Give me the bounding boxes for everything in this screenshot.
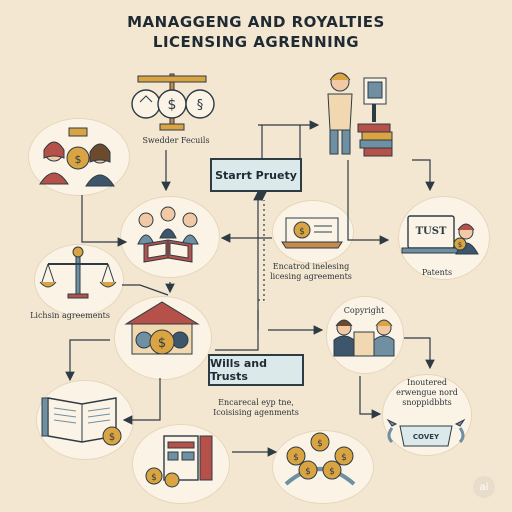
scales-icon xyxy=(39,246,117,299)
trophy-icon: COVEY xyxy=(386,418,466,447)
svg-text:$: $ xyxy=(293,453,299,463)
svg-text:$: $ xyxy=(305,467,311,477)
svg-text:$: $ xyxy=(341,453,347,463)
connector-lines xyxy=(65,120,435,457)
label-lichsin-agreements: Lichsin agreements xyxy=(30,311,110,320)
label-patents: Patents xyxy=(421,268,453,277)
svg-text:$: $ xyxy=(75,153,82,166)
document-icon: $ xyxy=(145,435,213,488)
diagram-title-line-2: LICENSING AGRENNING xyxy=(152,33,360,51)
person-icon xyxy=(333,319,395,357)
svg-text:$: $ xyxy=(299,227,305,237)
svg-text:$: $ xyxy=(329,467,335,477)
person-icon xyxy=(327,72,393,157)
laptop-icon: TUST $ xyxy=(401,215,479,255)
label-inoutered: Inoutered erwengue nord snoppidbbts xyxy=(396,378,458,407)
house-icon: $ xyxy=(124,301,200,355)
ai-watermark-badge: ai xyxy=(473,476,495,498)
svg-text:$: $ xyxy=(158,336,166,351)
label-copyright: Copyright xyxy=(343,306,385,315)
laptop-screen-text: TUST xyxy=(416,226,447,237)
label-encarecal: Encarecal eyp tne, Icoisising agenments xyxy=(213,398,299,417)
svg-text:$: $ xyxy=(458,241,462,249)
svg-text:$: $ xyxy=(151,473,157,483)
scales-icon: $ § xyxy=(131,73,215,131)
svg-text:$: $ xyxy=(317,439,323,449)
seal-text: COVEY xyxy=(413,433,440,441)
person-icon: $ xyxy=(39,127,115,187)
book-icon: $ xyxy=(41,397,122,446)
label-licensing-center: Encatrod inelesing licesing agreements xyxy=(270,262,352,281)
dollar-coin-icon: $ $ $ $ $ xyxy=(284,432,356,486)
label-swedder-fecuils: Swedder Fecuils xyxy=(142,136,210,145)
wills-and-trusts-box[interactable]: Wills and Trusts xyxy=(208,354,304,386)
book-icon xyxy=(137,206,199,263)
svg-text:$: $ xyxy=(109,432,115,443)
svg-text:$: $ xyxy=(168,97,177,113)
document-icon: $ xyxy=(281,217,343,249)
start-property-box[interactable]: Starrt Pruety xyxy=(210,158,302,192)
svg-text:§: § xyxy=(197,98,204,113)
diagram-title-line-1: MANAGGENG AND ROYALTIES xyxy=(127,13,385,31)
